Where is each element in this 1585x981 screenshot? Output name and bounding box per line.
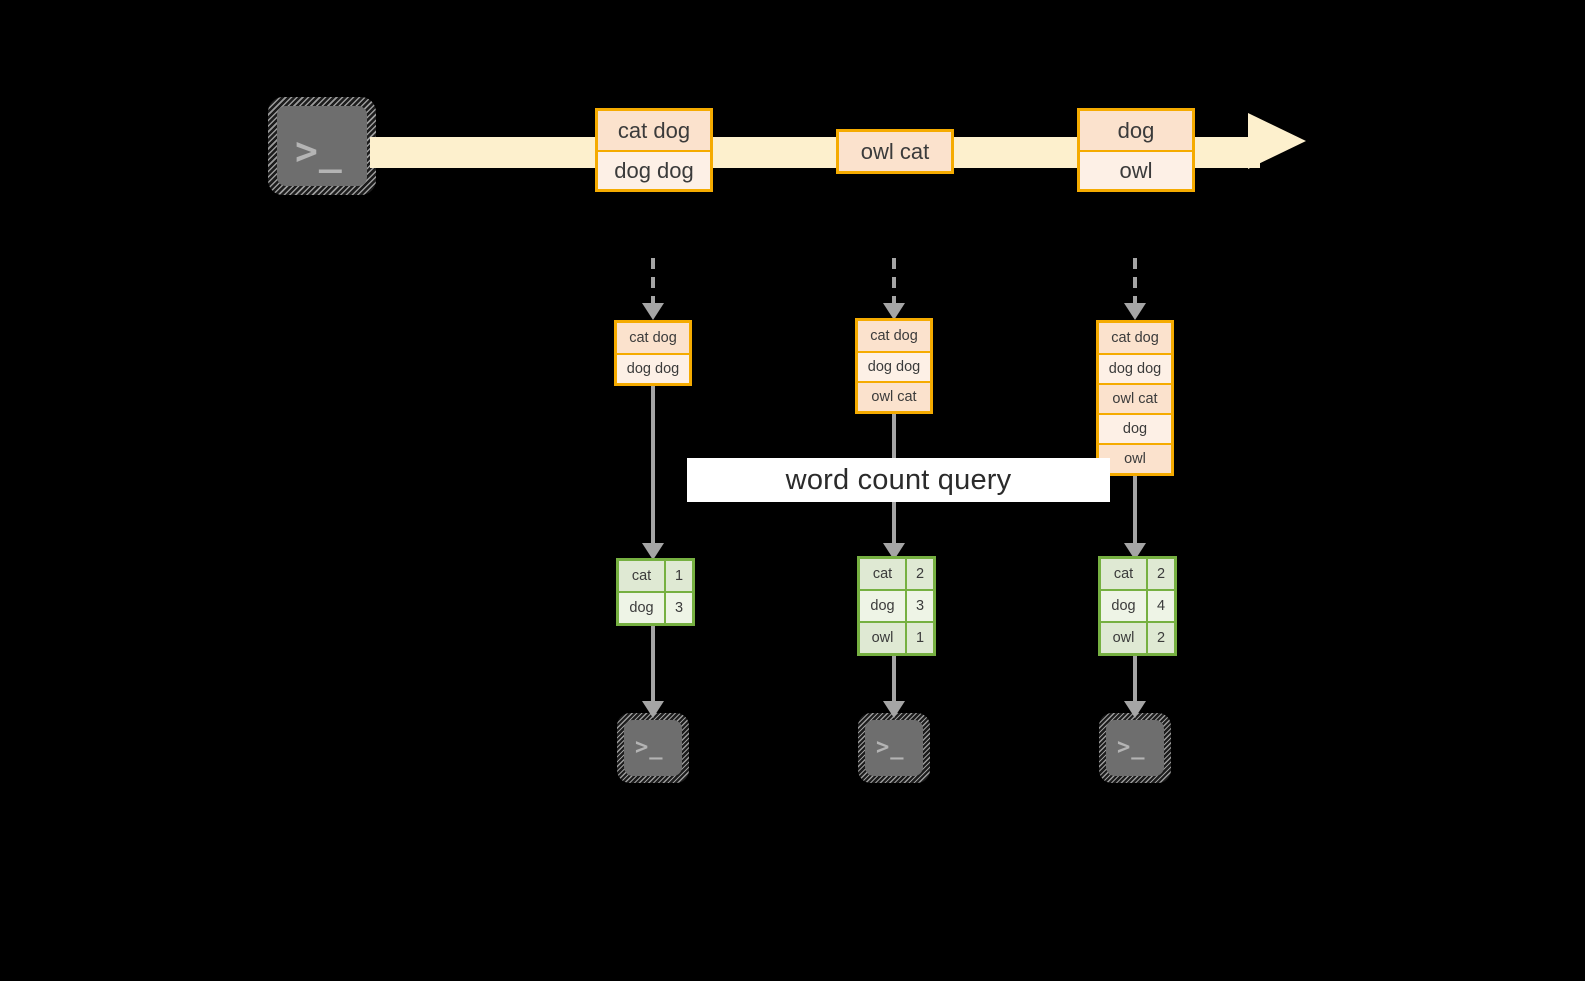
result-table-row: cat 2 [1101,559,1174,589]
stream-event-line: owl [1080,150,1192,189]
result-table-row: cat 1 [619,561,692,591]
connector-arrowhead-icon [883,303,905,320]
result-count-cell: 2 [905,559,933,589]
result-table-row: dog 3 [860,589,933,621]
connector-line [1133,654,1137,701]
result-table-1: cat 1 dog 3 [616,558,695,626]
result-table-row: owl 2 [1101,621,1174,653]
result-word-cell: owl [1101,623,1146,653]
input-table-row: cat dog [1099,323,1171,353]
result-count-cell: 1 [905,623,933,653]
result-count-cell: 1 [664,561,692,591]
connector-arrowhead-icon [1124,303,1146,320]
result-count-cell: 3 [905,591,933,621]
input-table-1: cat dog dog dog [614,320,692,386]
query-label-band: word count query [687,458,1110,502]
query-label-text: word count query [785,463,1012,496]
result-word-cell: cat [860,559,905,589]
connector-arrowhead-icon [1124,701,1146,718]
result-table-row: dog 4 [1101,589,1174,621]
result-count-cell: 3 [664,593,692,623]
stream-event-box-3: dog owl [1077,108,1195,192]
input-table-row: owl cat [1099,383,1171,413]
stream-event-line: cat dog [598,111,710,150]
result-word-cell: cat [619,561,664,591]
result-table-row: dog 3 [619,591,692,623]
connector-arrowhead-icon [883,701,905,718]
source-terminal-icon: >_ [268,97,376,195]
terminal-face [865,720,923,776]
input-table-row: owl [1099,443,1171,473]
result-word-cell: dog [860,591,905,621]
terminal-face [624,720,682,776]
connector-line [651,382,655,543]
input-table-row: owl cat [858,381,930,411]
terminal-prompt-glyph: >_ [876,735,905,760]
result-count-cell: 2 [1146,623,1174,653]
input-table-2: cat dog dog dog owl cat [855,318,933,414]
input-table-row: dog dog [617,353,689,383]
result-word-cell: owl [860,623,905,653]
input-table-3: cat dog dog dog owl cat dog owl [1096,320,1174,476]
terminal-face [1106,720,1164,776]
connector-arrowhead-icon [883,543,905,560]
connector-line [892,654,896,701]
connector-arrowhead-icon [642,701,664,718]
stream-event-line: dog [1080,111,1192,150]
result-word-cell: cat [1101,559,1146,589]
result-table-2: cat 2 dog 3 owl 1 [857,556,936,656]
connector-line [651,624,655,701]
sink-terminal-icon-2: >_ [858,713,930,783]
connector-arrowhead-icon [642,303,664,320]
stream-event-line: dog dog [598,150,710,189]
input-table-row: dog dog [1099,353,1171,383]
terminal-prompt-glyph: >_ [635,735,664,760]
result-count-cell: 2 [1146,559,1174,589]
input-table-row: cat dog [858,321,930,351]
stream-event-box-1: cat dog dog dog [595,108,713,192]
input-table-row: dog [1099,413,1171,443]
input-table-row: cat dog [617,323,689,353]
terminal-face [277,106,367,186]
result-table-row: cat 2 [860,559,933,589]
result-table-row: owl 1 [860,621,933,653]
connector-arrowhead-icon [642,543,664,560]
connector-line [1133,258,1137,303]
result-word-cell: dog [1101,591,1146,621]
result-count-cell: 4 [1146,591,1174,621]
sink-terminal-icon-1: >_ [617,713,689,783]
connector-arrowhead-icon [1124,543,1146,560]
connector-line [1133,476,1137,543]
result-word-cell: dog [619,593,664,623]
connector-line [651,258,655,303]
stream-timeline-arrowhead [1248,113,1306,169]
connector-line [892,258,896,303]
sink-terminal-icon-3: >_ [1099,713,1171,783]
input-table-row: dog dog [858,351,930,381]
stream-event-line: owl cat [839,132,951,171]
terminal-prompt-glyph: >_ [1117,735,1146,760]
result-table-3: cat 2 dog 4 owl 2 [1098,556,1177,656]
terminal-prompt-glyph: >_ [295,129,343,173]
stream-event-box-2: owl cat [836,129,954,174]
